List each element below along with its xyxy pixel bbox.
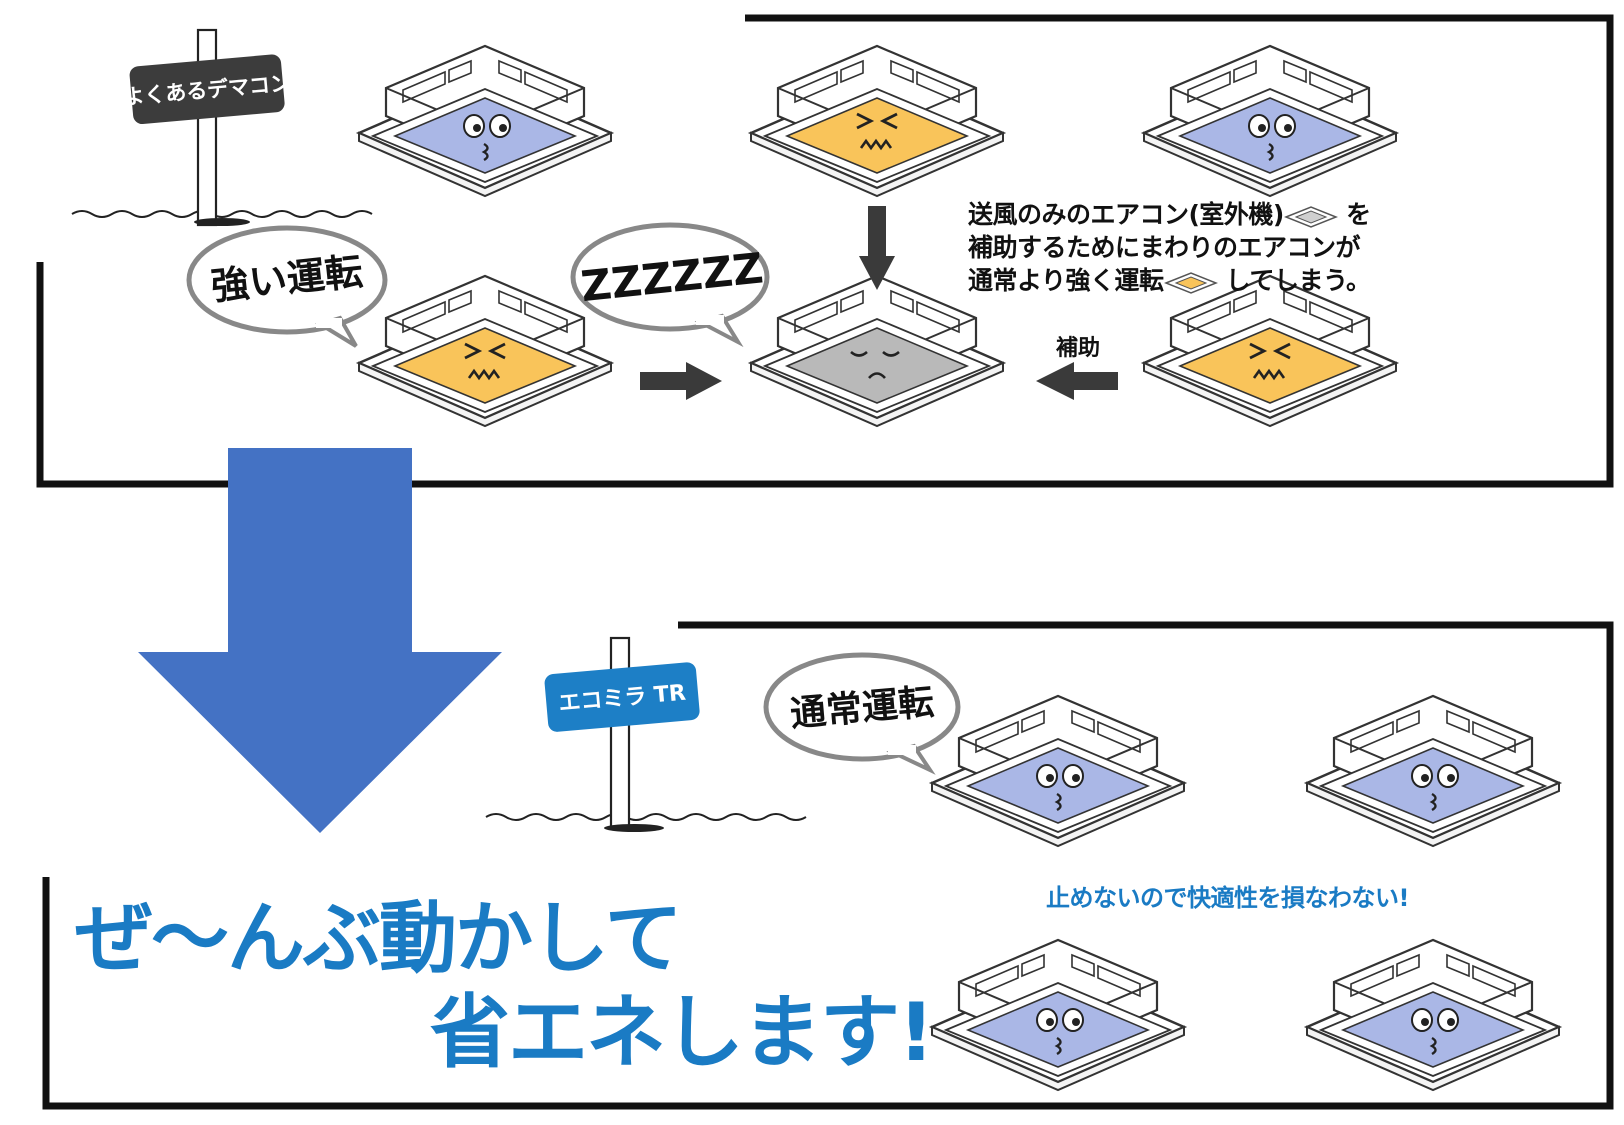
ac-unit-eco-3 [930,938,1186,1092]
caption-line-3: 補助するためにまわりのエアコンが [968,233,1361,262]
speech-bubble-normal: 通常運転 [763,652,961,775]
ac-unit-top-center [749,44,1005,198]
bottom-signpost: エコミラ TR [485,636,807,832]
ac-unit-mid-right [1142,274,1398,428]
headline-line-2: 省エネします! [430,986,934,1079]
ac-unit-top-left [357,44,613,198]
speech-bubble-strong: 強い運転 [186,225,388,348]
bottom-sign-board [544,662,700,732]
caption-line-1: 送風のみのエアコン(室外機) [968,200,1284,229]
assist-label: 補助 [1056,336,1101,361]
transition-arrow-icon [138,448,502,833]
caption-line-5: してしまう。 [1225,266,1371,295]
caption-line-2: を [1346,200,1371,229]
ac-unit-top-right [1142,44,1398,198]
ac-unit-mid-left [357,274,613,428]
bottom-caption: 止めないので快適性を損なわない! [1046,884,1409,912]
speech-bubble-sleep: ZZZZZZ [570,222,770,348]
ac-unit-mid-center [749,274,1005,428]
bottom-panel-frame [42,621,1614,1110]
caption-line-4: 通常より強く運転 [968,266,1164,295]
top-panel-frame [36,14,1614,488]
ac-unit-eco-1 [930,694,1186,848]
headline-line-1: ぜ〜んぶ動かして [75,894,683,984]
mini-ac-orange-icon [1163,272,1218,294]
top-signpost: よくあるデマコン [71,28,373,227]
arrow-down-icon [859,206,895,290]
ac-unit-eco-2 [1305,694,1561,848]
top-caption: 送風のみのエアコン(室外機) を 補助するためにまわりのエアコンが 通常より強く… [968,198,1438,297]
top-sign-board [129,54,285,125]
arrow-right-icon [640,362,722,400]
mini-ac-grey-icon [1283,206,1338,228]
ac-unit-eco-4 [1305,938,1561,1092]
arrow-left-icon [1036,362,1118,400]
